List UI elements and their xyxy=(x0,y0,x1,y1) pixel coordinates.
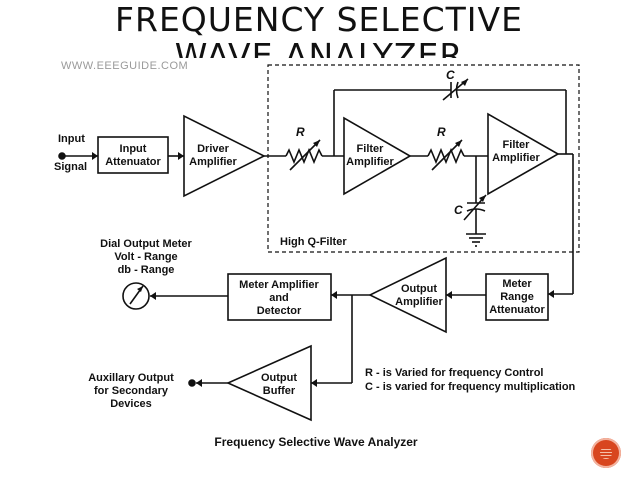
aux-output-line1: Auxillary Output xyxy=(88,372,174,384)
c-top-label: C xyxy=(446,68,455,82)
meter-amplifier-line1: Meter Amplifier xyxy=(239,279,319,291)
meter-range-attenuator-block xyxy=(485,273,549,321)
r2-resistor xyxy=(427,147,465,165)
aux-output-line3: Devices xyxy=(110,398,152,410)
output-amplifier-line1: Output xyxy=(401,283,437,295)
filter-amplifier-1-block xyxy=(343,116,412,196)
slide-title-line2: WAVE ANALYZER xyxy=(174,36,464,58)
driver-amplifier-block xyxy=(183,114,266,198)
driver-amplifier-line2: Amplifier xyxy=(189,156,237,168)
signal-label: Signal xyxy=(54,161,87,173)
high-q-filter-box xyxy=(267,64,580,253)
input-attenuator-line1: Input xyxy=(120,143,147,155)
r1-resistor xyxy=(285,147,323,165)
legend-c: C - is varied for frequency multiplicati… xyxy=(365,381,576,393)
meter-amplifier-block xyxy=(227,273,332,321)
dial-meter-line2: Volt - Range xyxy=(114,251,177,263)
diagram-caption: Frequency Selective Wave Analyzer xyxy=(214,435,418,449)
r1-label: R xyxy=(296,125,305,139)
c-bottom-label: C xyxy=(454,203,463,217)
filter-amplifier-2-line2: Amplifier xyxy=(492,152,540,164)
meter-amplifier-line3: Detector xyxy=(257,305,302,317)
meter-range-attenuator-line3: Attenuator xyxy=(489,304,545,316)
aux-output-line2: for Secondary xyxy=(94,385,169,397)
filter-amplifier-1-line1: Filter xyxy=(357,143,385,155)
c-top-plate2 xyxy=(455,81,459,99)
filter-amplifier-2-block xyxy=(487,112,560,196)
watermark: WWW.EEEGUIDE.COM xyxy=(61,60,189,72)
r2-label: R xyxy=(437,125,446,139)
dial-meter-line3: db - Range xyxy=(118,264,175,276)
slide-nav-button[interactable] xyxy=(591,438,621,468)
meter-range-attenuator-line2: Range xyxy=(500,291,534,303)
filter-amplifier-1-line2: Amplifier xyxy=(346,156,394,168)
input-attenuator-line2: Attenuator xyxy=(105,156,161,168)
meter-range-attenuator-line1: Meter xyxy=(502,278,532,290)
high-q-filter-label: High Q-Filter xyxy=(280,236,347,248)
meter-amplifier-line2: and xyxy=(269,292,289,304)
ground-symbol xyxy=(466,233,486,247)
output-amplifier-line2: Amplifier xyxy=(395,296,443,308)
output-buffer-line1: Output xyxy=(261,372,297,384)
output-amplifier-block xyxy=(368,256,447,334)
output-buffer-line2: Buffer xyxy=(263,385,296,397)
output-buffer-block xyxy=(226,344,312,422)
driver-amplifier-line1: Driver xyxy=(197,143,230,155)
legend-r: R - is Varied for frequency Control xyxy=(365,367,543,379)
input-label: Input xyxy=(58,133,85,145)
nav-button-icon xyxy=(600,447,612,459)
dial-meter-line1: Dial Output Meter xyxy=(100,238,192,250)
slide-title-line1: FREQUENCY SELECTIVE xyxy=(115,0,523,39)
aux-output-terminal xyxy=(188,379,196,387)
filter-amplifier-2-line1: Filter xyxy=(503,139,531,151)
input-attenuator-block xyxy=(97,136,169,174)
